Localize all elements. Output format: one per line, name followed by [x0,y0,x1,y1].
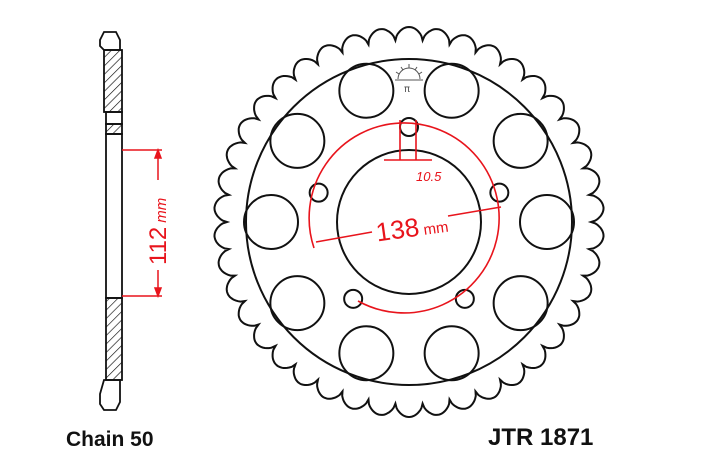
lightening-hole [423,62,480,119]
pcd-dimension-label: 138mm [374,208,450,248]
center-bore [336,149,482,295]
bolt-hole [489,182,510,203]
lightening-hole [243,194,299,250]
lightening-hole [519,194,575,250]
bolt-hole [343,288,364,309]
bolt-holes [308,117,510,309]
lightening-hole [492,112,549,169]
lightening-hole [423,325,480,382]
lightening-hole [492,275,549,332]
bolt-hole [308,182,329,203]
lightening-hole [338,325,395,382]
part-number-label: JTR 1871 [488,424,594,451]
bore-dimension-label: 112mm [145,198,172,265]
lightening-hole [269,275,326,332]
sprocket-teeth-outline [213,25,605,419]
bolt-hole-dimension-label: 10.5 [416,169,442,184]
side-view [99,31,123,411]
rim-circle [245,58,573,386]
logo: π [395,64,423,95]
lightening-hole [338,62,395,119]
lightening-hole [269,112,326,169]
lightening-holes [243,62,575,382]
pcd-dimension [308,120,502,314]
chain-label: Chain 50 [66,428,154,451]
svg-text:π: π [404,84,410,95]
bore-dimension [122,147,163,299]
bolt-hole [454,288,475,309]
